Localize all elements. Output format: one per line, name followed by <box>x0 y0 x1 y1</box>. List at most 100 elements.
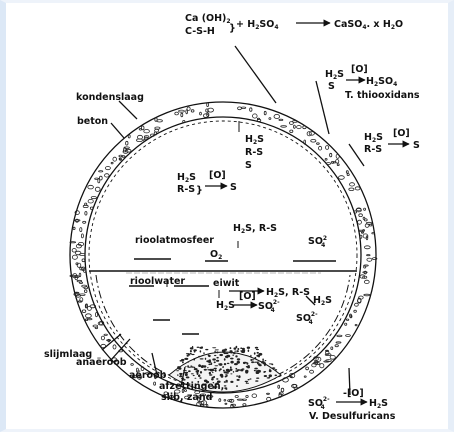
aggregate-pebble <box>306 131 312 137</box>
aggregate-pebble <box>84 211 88 216</box>
aggregate-pebble <box>362 275 368 279</box>
aggregate-pebble <box>125 140 129 146</box>
aggregate-pebble <box>79 253 86 256</box>
aggregate-pebble <box>309 369 315 374</box>
sediment-grain <box>188 370 191 373</box>
sediment-grain <box>209 374 213 376</box>
water-so4-1: SO2-4 <box>258 299 280 314</box>
eiwit-product: H2S, R-S <box>266 287 310 299</box>
sediment-grain <box>250 354 252 358</box>
sediment-grain <box>230 380 234 383</box>
wall-h2s: H2S <box>245 134 264 146</box>
aggregate-pebble <box>293 124 296 129</box>
aggregate-pebble <box>363 279 370 284</box>
sediment-grain <box>236 375 238 377</box>
sediment-grain <box>179 373 182 376</box>
aggregate-pebble <box>75 250 82 256</box>
aggregate-pebble <box>282 377 289 383</box>
aggregate-pebble <box>74 291 80 294</box>
aggregate-pebble <box>184 395 190 400</box>
aggregate-pebble <box>183 389 187 392</box>
aggregate-pebble <box>137 375 142 380</box>
aggregate-pebble <box>79 293 86 296</box>
aggregate-pebble <box>72 226 76 230</box>
sediment-grain <box>235 367 238 370</box>
sediment-grain <box>190 365 193 367</box>
aggregate-pebble <box>325 162 332 165</box>
right-product: S <box>413 140 420 151</box>
aggregate-pebble <box>98 170 104 173</box>
aggregate-pebble <box>82 204 89 208</box>
aggregate-pebble <box>87 184 94 190</box>
aggregate-pebble <box>197 397 201 402</box>
aggregate-pebble <box>99 320 105 326</box>
sediment-grain <box>199 377 202 379</box>
sediment-grain <box>212 358 216 361</box>
aggregate-pebble <box>371 232 376 235</box>
sediment-grain <box>203 368 207 371</box>
aggregate-pebble <box>360 231 364 234</box>
sediment-grain <box>228 351 232 354</box>
aggregate-pebble <box>173 389 181 394</box>
sediment-grain <box>266 377 270 379</box>
sediment-grain <box>261 361 265 364</box>
aggregate-pebble <box>199 111 202 116</box>
sediment-grain <box>236 360 240 364</box>
aggregate-pebble <box>118 154 123 158</box>
aggregate-pebble <box>338 175 345 180</box>
aggregate-pebble <box>205 403 209 408</box>
aggregate-pebble <box>289 129 294 133</box>
sediment-grain <box>227 370 231 373</box>
top-product-caso4: CaSO4. x H2O <box>334 19 403 31</box>
aggregate-pebble <box>81 284 88 288</box>
sediment-grain <box>255 371 260 375</box>
aggregate-pebble <box>278 118 284 122</box>
aggregate-pebble <box>95 312 98 318</box>
sediment-grain <box>247 365 250 367</box>
sediment-grain <box>215 382 219 385</box>
aggregate-pebble <box>230 403 234 409</box>
sediment-grain <box>233 347 237 350</box>
sediment-grain <box>254 367 258 370</box>
sediment-grain <box>182 361 184 364</box>
sediment-grain <box>201 346 203 348</box>
sediment-grain <box>193 368 198 371</box>
bottom-product: H2S <box>369 398 388 410</box>
sediment-grain <box>223 363 227 366</box>
sediment-grain <box>244 380 249 383</box>
sediment-grain <box>254 357 256 360</box>
sediment-grain <box>208 363 212 366</box>
left-inner-reaction: H2S R-S } [O] S <box>177 170 237 196</box>
sediment-grain <box>191 366 195 368</box>
aggregate-pebble <box>163 391 168 396</box>
aggregate-pebble <box>288 121 294 125</box>
aggregate-pebble <box>296 125 302 130</box>
sediment-grain <box>234 363 238 366</box>
top-reactant-caoh2: Ca (OH)2 <box>185 13 231 25</box>
label-kondenslaag: kondenslaag <box>76 92 144 103</box>
sediment-grain <box>236 358 241 361</box>
aggregate-pebble <box>364 223 370 228</box>
sediment-grain <box>217 380 221 383</box>
label-rioolwater: rioolwater <box>130 276 185 287</box>
sediment-grain <box>182 379 186 381</box>
aggregate-pebble <box>368 223 373 227</box>
sediment-grain <box>263 375 268 377</box>
aggregate-pebble <box>291 383 297 389</box>
aggregate-pebble <box>186 106 191 111</box>
aggregate-pebble <box>71 248 77 253</box>
sediment-grain <box>205 348 209 351</box>
sediment-grain <box>216 378 219 380</box>
aggregate-pebble <box>143 135 150 138</box>
aggregate-pebble <box>76 262 82 268</box>
aggregate-pebble <box>153 381 157 386</box>
aggregate-pebble <box>224 402 228 405</box>
sediment-grain <box>218 363 223 366</box>
aggregate-pebble <box>94 186 101 192</box>
aggregate-pebble <box>207 107 214 113</box>
sediment-grain <box>214 354 217 357</box>
sediment-grain <box>214 349 219 351</box>
sediment-grain <box>199 371 203 374</box>
water-h2s-1: H2S <box>216 300 235 312</box>
